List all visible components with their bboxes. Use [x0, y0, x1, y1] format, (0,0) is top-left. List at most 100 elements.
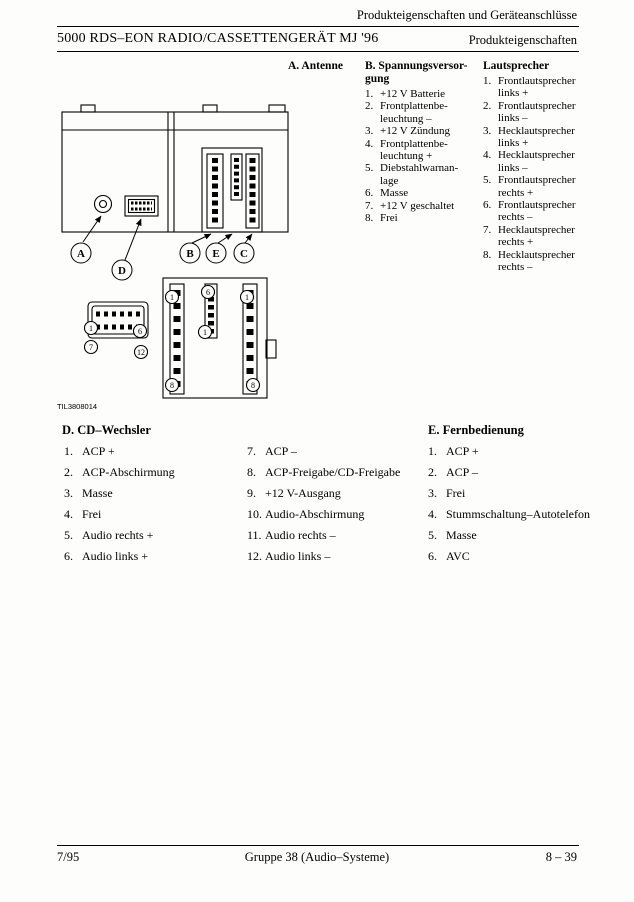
item-text: Hecklautsprecher rechts –	[498, 248, 575, 274]
section-antenne-title: A. Antenne	[288, 60, 343, 72]
item-number: 3.	[483, 124, 492, 137]
item-text: AVC	[446, 549, 470, 563]
main-connector-pinout: 1 8 6 1 1 8	[162, 277, 277, 399]
item-number: 6.	[365, 187, 374, 200]
figure-id-label: TIL3808014	[57, 402, 98, 411]
item-text: Diebstahlwarnan- lage	[380, 162, 459, 187]
item-number: 7.	[483, 223, 492, 236]
header-rule-bottom	[57, 51, 579, 52]
item-text: Frontlautsprecher links +	[498, 75, 576, 100]
item-number: 3.	[64, 486, 73, 500]
item-text: Hecklautsprecher links –	[498, 149, 575, 174]
item-text: Audio links +	[82, 549, 149, 563]
item-number: 5.	[365, 162, 374, 175]
item-number: 1.	[365, 88, 374, 100]
item-number: 2.	[365, 100, 374, 113]
list-item: 7. Hecklautsprecher rechts +	[483, 224, 591, 249]
list-item: 2. ACP-Abschirmung	[64, 465, 234, 486]
item-text: Stummschaltung–Autotelefon	[446, 507, 590, 521]
list-item: 4.Frei	[64, 507, 234, 528]
item-text: Frontplattenbe- leuchtung –	[380, 100, 448, 125]
lautsprecher-list: 1. Frontlautsprecher links + 2. Frontlauts…	[483, 75, 591, 274]
item-text: Audio-Abschirmung	[265, 507, 365, 521]
item-text: Audio links –	[265, 549, 331, 563]
item-text: +12 V Zündung	[380, 125, 450, 138]
svg-text:1: 1	[170, 293, 174, 302]
item-number: 11.	[247, 528, 262, 542]
svg-text:1: 1	[203, 328, 207, 337]
item-number: 8.	[365, 212, 374, 225]
list-item: 4.Frontplattenbe- leuchtung +	[365, 138, 477, 163]
svg-text:1: 1	[89, 324, 93, 333]
item-number: 9.	[247, 486, 256, 500]
list-item: 1. +12 V Batterie	[365, 88, 477, 100]
item-number: 4.	[428, 507, 437, 521]
list-item: 5.Masse	[428, 528, 608, 549]
svg-text:12: 12	[137, 348, 145, 357]
item-number: 2.	[428, 465, 437, 479]
item-number: 2.	[64, 465, 73, 479]
item-number: 4.	[483, 149, 492, 162]
item-text: Frei	[380, 212, 398, 225]
callout-d: D	[111, 259, 133, 281]
footer-date: 7/95	[57, 850, 80, 864]
item-number: 10.	[247, 507, 262, 521]
svg-text:E: E	[212, 248, 219, 260]
item-text: +12 V geschaltet	[380, 199, 455, 212]
item-text: +12 V-Ausgang	[265, 486, 341, 500]
item-number: 8.	[247, 465, 256, 479]
list-item: 11.Audio rechts –	[247, 528, 422, 549]
svg-text:7: 7	[89, 343, 93, 352]
list-item: 1. Frontlautsprecher links +	[483, 75, 591, 100]
list-item: 5.Audio rechts +	[64, 528, 234, 549]
list-item: 12.Audio links –	[247, 549, 422, 570]
svg-text:6: 6	[138, 327, 142, 336]
footer-group: Gruppe 38 (Audio–Systeme)	[244, 850, 390, 864]
list-item: 4. Hecklautsprecher links –	[483, 149, 591, 174]
list-item: 3.+12 V Zündung	[365, 125, 477, 137]
header-subtitle: Produkteigenschaften	[468, 33, 577, 47]
item-number: 3.	[428, 486, 437, 500]
callout-a: A	[70, 242, 92, 264]
item-text: Frontlautsprecher rechts –	[498, 199, 576, 224]
main-pin-labels: 1 8 6 1 1 8	[164, 284, 261, 393]
list-item: 6.Masse	[365, 187, 477, 199]
item-text: Frontlautsprecher links –	[498, 99, 576, 125]
spannung-title-line1: B. Spannungsversor-	[365, 60, 468, 72]
section-fernbedienung-title: E. Fernbedienung	[428, 423, 524, 437]
item-text: +12 V Batterie	[380, 88, 446, 100]
item-text: ACP-Abschirmung	[82, 465, 175, 479]
item-number: 2.	[483, 99, 492, 112]
item-number: 1.	[428, 444, 437, 458]
main-connector-block	[201, 147, 263, 233]
list-item: 7.+12 V geschaltet	[365, 200, 477, 212]
item-number: 5.	[483, 174, 492, 187]
list-item: 6.Frontlautsprecher rechts –	[483, 199, 591, 224]
item-number: 1.	[483, 75, 492, 87]
antenna-jack	[93, 194, 113, 214]
item-text: Hecklautsprecher rechts +	[498, 223, 575, 249]
cd-connector-pinout: 1 6 7 12	[83, 301, 149, 360]
footer-rule	[57, 845, 579, 846]
spannung-list: 1. +12 V Batterie 2. Frontplattenbe- leuch…	[365, 88, 477, 224]
item-text: Frontplattenbe- leuchtung +	[380, 137, 448, 163]
list-item: 10.Audio-Abschirmung	[247, 507, 422, 528]
callout-b: B	[179, 242, 201, 264]
svg-text:8: 8	[251, 381, 255, 390]
list-item: 7.ACP –	[247, 444, 422, 465]
list-item: 6.AVC	[428, 549, 608, 570]
cd-wechsler-list-col1: 1.ACP + 2.ACP-Abschirmung 3.Masse 4.Frei…	[64, 444, 234, 570]
list-item: 2. ACP –	[428, 465, 608, 486]
cd-changer-socket	[124, 195, 159, 217]
list-item: 5. Diebstahlwarnan- lage	[365, 162, 477, 187]
item-number: 6.	[64, 549, 73, 563]
header-rule-top	[57, 26, 579, 27]
cd-wechsler-list-col2: 7.ACP – 8.ACP-Freigabe/CD-Freigabe 9.+12…	[247, 444, 422, 570]
list-item: 6. Audio links +	[64, 549, 234, 570]
list-item: 5.Frontlautsprecher rechts +	[483, 174, 591, 199]
item-text: Frei	[82, 507, 102, 521]
fernbedienung-list: 1.ACP + 2.ACP – 3.Frei 4.Stummschaltung–…	[428, 444, 608, 570]
item-text: Audio rechts –	[265, 528, 336, 542]
item-text: ACP –	[446, 465, 478, 479]
